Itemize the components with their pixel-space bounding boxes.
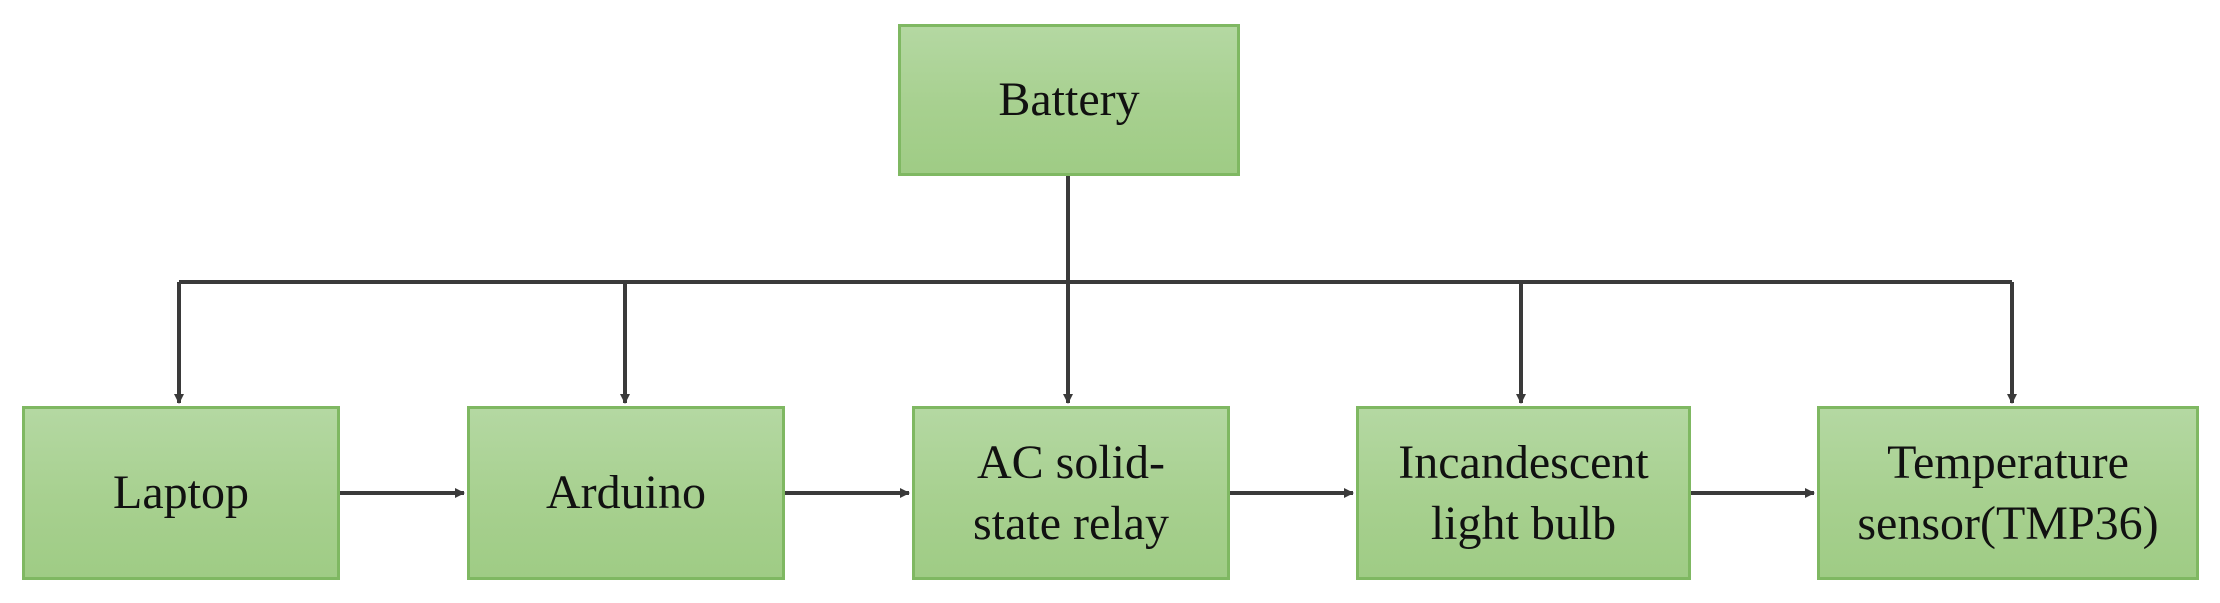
battery-block: Battery: [898, 24, 1240, 176]
relay-block: AC solid- state relay: [912, 406, 1230, 580]
laptop-block: Laptop: [22, 406, 340, 580]
relay-label: AC solid- state relay: [973, 435, 1169, 550]
laptop-label: Laptop: [113, 466, 249, 520]
light-bulb-block: Incandescent light bulb: [1356, 406, 1691, 580]
arduino-label: Arduino: [546, 466, 706, 520]
battery-label: Battery: [998, 73, 1140, 127]
light-bulb-label: Incandescent light bulb: [1398, 435, 1649, 550]
temperature-sensor-label: Temperature sensor(TMP36): [1857, 435, 2159, 550]
arduino-block: Arduino: [467, 406, 785, 580]
temperature-sensor-block: Temperature sensor(TMP36): [1817, 406, 2199, 580]
